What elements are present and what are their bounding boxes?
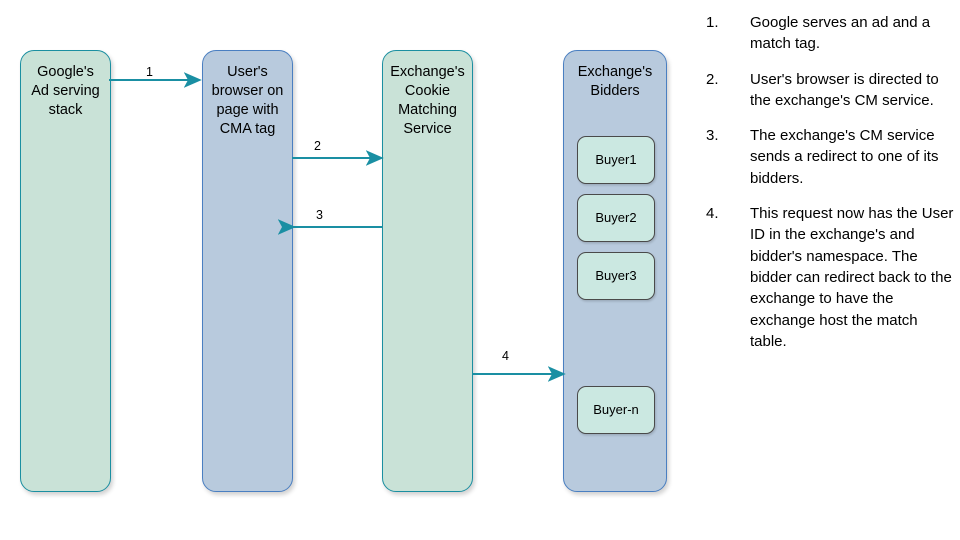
arrow-4-number: 4 (502, 349, 509, 363)
step-text: User's browser is directed to the exchan… (750, 70, 939, 109)
box-label: User's browser on page with CMA tag (211, 64, 284, 138)
box-exchange-cookie-matching-service[interactable]: Exchange's Cookie Matching Service (382, 50, 473, 492)
box-google-ad-serving-stack[interactable]: Google's Ad serving stack (20, 50, 111, 492)
box-label: Exchange's Cookie Matching Service (390, 64, 465, 138)
steps-list: 1. Google serves an ad and a match tag. … (706, 12, 954, 366)
step-number: 2. (706, 70, 719, 88)
step-text: This request now has the User ID in the … (750, 205, 954, 350)
buyer-box-2[interactable]: Buyer2 (577, 194, 655, 242)
arrow-1-number: 1 (146, 65, 153, 79)
box-exchange-bidders[interactable]: Exchange's Bidders Buyer1 Buyer2 Buyer3 … (563, 50, 667, 492)
box-user-browser[interactable]: User's browser on page with CMA tag (202, 50, 293, 492)
box-label: Google's Ad serving stack (31, 64, 100, 119)
buyer-box-n[interactable]: Buyer-n (577, 386, 655, 434)
step-number: 3. (706, 127, 719, 145)
step-item-2: 2. User's browser is directed to the exc… (706, 69, 954, 112)
buyer-label: Buyer3 (595, 268, 637, 284)
step-item-3: 3. The exchange's CM service sends a red… (706, 125, 954, 189)
arrow-1 (109, 72, 202, 88)
arrow-2-number: 2 (314, 139, 321, 153)
step-item-4: 4. This request now has the User ID in t… (706, 203, 954, 352)
buyer-label: Buyer2 (595, 210, 637, 226)
arrow-3-number: 3 (316, 208, 323, 222)
step-number: 4. (706, 205, 719, 223)
step-number: 1. (706, 14, 719, 31)
buyer-box-1[interactable]: Buyer1 (577, 136, 655, 184)
step-item-1: 1. Google serves an ad and a match tag. (706, 12, 954, 55)
arrow-3 (277, 219, 382, 235)
buyer-label: Buyer1 (595, 152, 637, 168)
arrow-2 (292, 150, 384, 166)
box-label: Exchange's Bidders (577, 64, 653, 100)
buyer-box-3[interactable]: Buyer3 (577, 252, 655, 300)
step-text: Google serves an ad and a match tag. (750, 14, 931, 53)
buyer-label: Buyer-n (593, 402, 639, 418)
step-text: The exchange's CM service sends a redire… (750, 127, 939, 187)
arrow-4 (472, 366, 566, 382)
